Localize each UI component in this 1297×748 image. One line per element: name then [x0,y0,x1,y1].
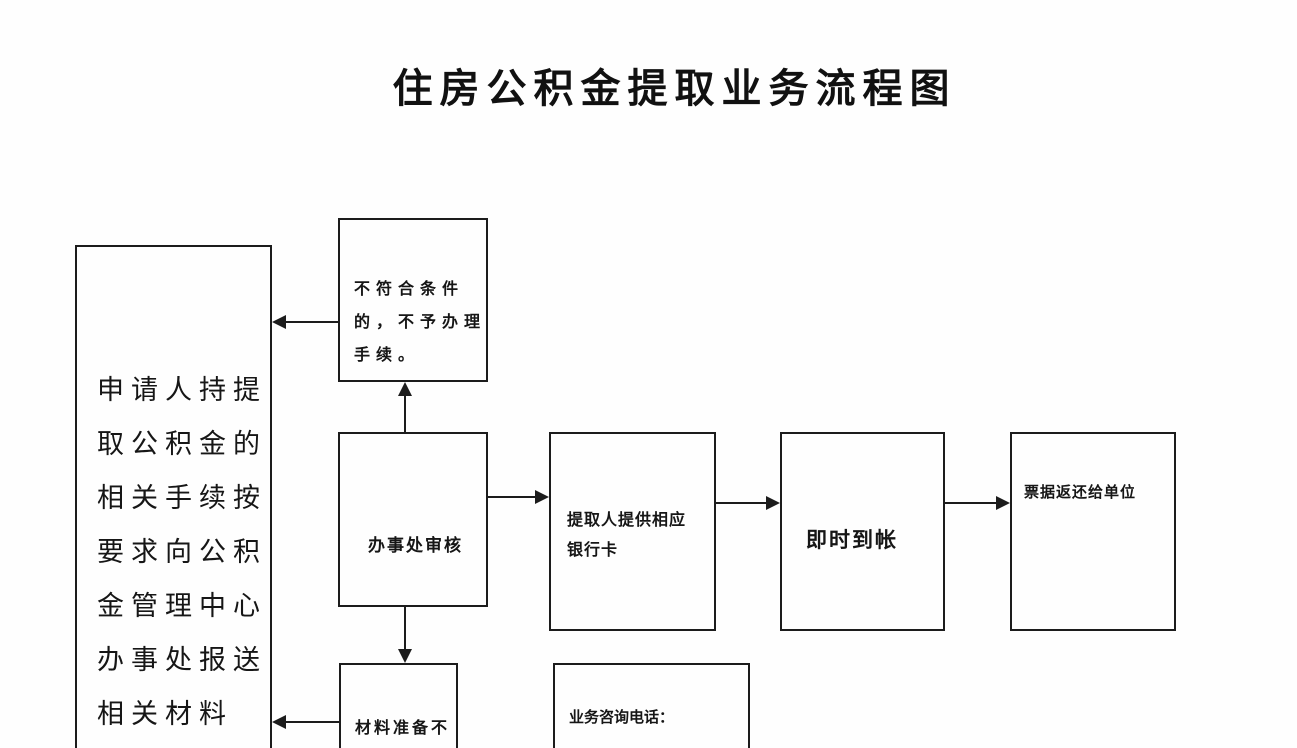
flow-box-return-receipts: 票据返还给单位 [1010,432,1176,631]
flow-box-reject-notice-text: 不符合条件 的，不予办理 手续。 [354,281,487,364]
phone-line-header: 业务咨询电话： [569,709,675,726]
arrow-reject-to-apply [272,315,338,329]
flow-box-office-review: 办事处审核 [338,432,488,607]
arrow-review-to-reject [398,382,412,432]
flow-box-return-receipts-text: 票据返还给单位 [1024,484,1137,501]
flow-box-instant-credit-text: 即时到帐 [806,529,898,552]
page-title: 住房公积金提取业务流程图 [392,67,957,111]
flow-box-provide-bankcard: 提取人提供相应 银行卡 [549,432,716,631]
arrow-incomplete-to-apply [272,715,339,729]
arrow-instant-to-receipt [945,496,1010,510]
flow-box-office-review-text: 办事处审核 [368,536,463,555]
flow-box-apply-materials: 申请人持提 取公积金的 相关手续按 要求向公积 金管理中心 办事处报送 相关材料 [75,245,272,748]
flow-box-reject-notice: 不符合条件 的，不予办理 手续。 [338,218,488,382]
flow-box-incomplete-materials: 材料准备不 全的，当场 告知补齐材料 [339,663,458,748]
flow-box-instant-credit: 即时到帐 [780,432,945,631]
flow-box-apply-materials-text: 申请人持提 取公积金的 相关手续按 要求向公积 金管理中心 办事处报送 相关材料 [97,375,267,729]
arrow-bankcard-to-instant [716,496,780,510]
arrow-review-to-incomplete [398,607,412,663]
info-box-phone-numbers: 业务咨询电话： 市本级：2639209； 鲅鱼圈：6256730； [553,663,750,748]
flow-box-incomplete-materials-text: 材料准备不 全的，当场 告知补齐材料 [355,720,451,737]
flow-box-provide-bankcard-text: 提取人提供相应 银行卡 [567,512,687,559]
arrow-review-to-bankcard [488,490,549,504]
